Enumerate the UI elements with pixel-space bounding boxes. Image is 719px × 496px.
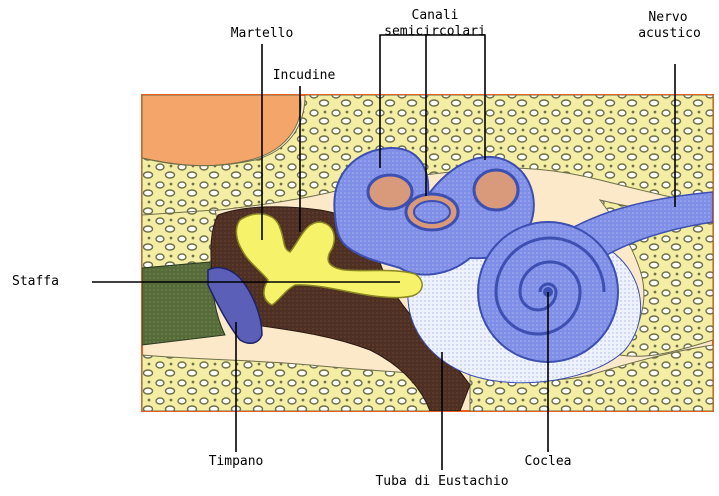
canal-loop-left: [368, 175, 412, 209]
label-canali-line1: Canali: [380, 8, 490, 23]
label-timpano: Timpano: [186, 454, 286, 469]
label-martello: Martello: [220, 26, 304, 41]
canal-loop-right: [474, 170, 518, 210]
left-bone-region: [142, 210, 218, 268]
label-coclea: Coclea: [508, 454, 588, 469]
label-staffa: Staffa: [12, 274, 59, 289]
label-nervo-line2: acustico: [620, 26, 719, 41]
label-tuba-di-eustachio: Tuba di Eustachio: [342, 474, 542, 489]
label-incudine: Incudine: [262, 68, 346, 83]
label-nervo-line1: Nervo: [628, 10, 708, 25]
label-canali-line2: semicircolari: [352, 24, 518, 39]
